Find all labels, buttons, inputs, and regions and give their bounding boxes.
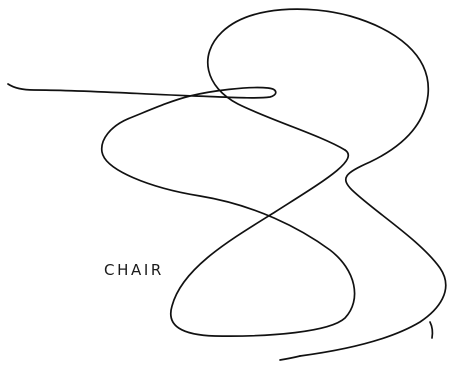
signature-tail-stroke	[280, 356, 300, 360]
signature-tick-mark	[430, 322, 432, 338]
chair-label: CHAIR	[104, 263, 164, 278]
signature-top-loop	[208, 9, 446, 356]
signature-lead-stroke	[8, 84, 276, 98]
signature-upper-loop	[102, 96, 355, 336]
